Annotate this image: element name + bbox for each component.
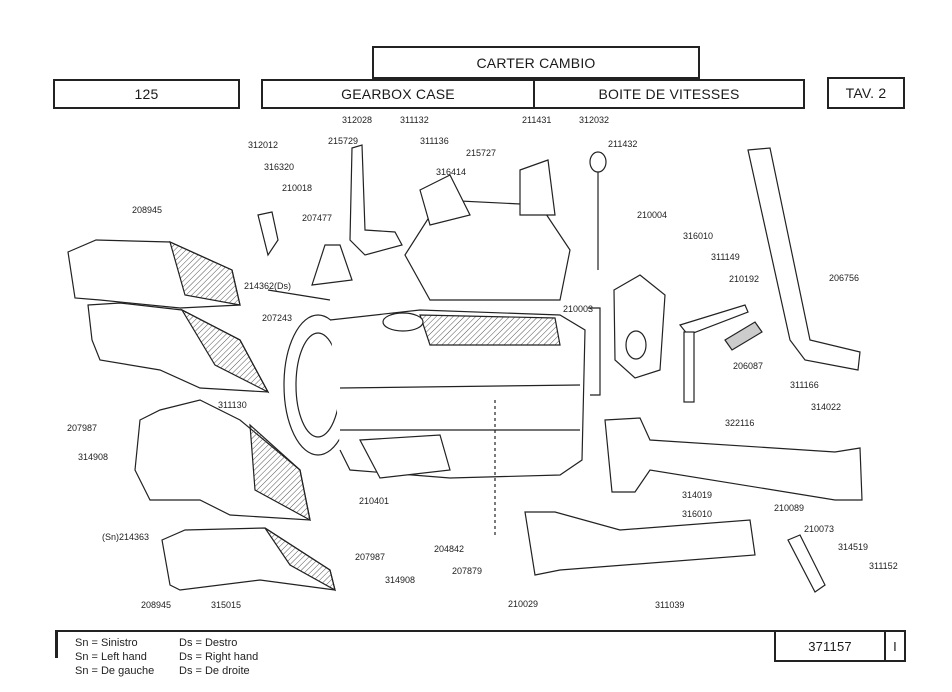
title-french: BOITE DE VITESSES (598, 86, 740, 102)
lever-arm (257, 211, 279, 257)
model-number: 125 (134, 86, 159, 102)
drawing-number: 371157 (808, 638, 852, 654)
part-label: 208945 (141, 600, 172, 610)
skid-plate-top (67, 239, 241, 309)
part-label: 314019 (682, 490, 713, 500)
part-label: 311132 (400, 115, 429, 125)
part-label: 322116 (725, 418, 755, 428)
title-french-box: BOITE DE VITESSES (533, 79, 805, 109)
part-label: 210029 (508, 599, 539, 609)
part-label: 311166 (790, 380, 819, 390)
drawing-number-box: 371157 (774, 630, 886, 662)
part-label: 314519 (838, 542, 869, 552)
sheet-box: I (884, 630, 906, 662)
part-label: 207243 (262, 313, 293, 323)
gear-lever (747, 147, 861, 371)
skid-plate-left (134, 399, 311, 522)
top-cover (404, 159, 571, 301)
part-label: 210089 (774, 503, 805, 513)
part-label: 314908 (385, 575, 416, 585)
title-english-box: GEARBOX CASE (261, 79, 535, 109)
part-label: 210192 (729, 274, 760, 284)
part-label: 208945 (132, 205, 163, 215)
footer-left-edge (55, 630, 58, 658)
part-label: 206087 (733, 361, 764, 371)
part-label: 311039 (655, 600, 685, 610)
part-label: 315015 (211, 600, 242, 610)
footer-frame (55, 630, 905, 632)
part-label: 207987 (67, 423, 98, 433)
part-label: 316414 (436, 167, 467, 177)
part-label: 311136 (420, 136, 449, 146)
part-label: 314908 (78, 452, 109, 462)
part-label: 210004 (637, 210, 668, 220)
plate-box: TAV. 2 (827, 77, 905, 109)
part-label: 210003 (563, 304, 594, 314)
plate-number: TAV. 2 (845, 85, 887, 101)
bracket (349, 144, 403, 256)
part-label: 215729 (328, 136, 359, 146)
title-italian-box: CARTER CAMBIO (372, 46, 700, 79)
mount-bracket (524, 511, 756, 576)
skid-plate-bottom (161, 527, 336, 592)
support-arm (604, 417, 863, 501)
title-english: GEARBOX CASE (341, 86, 455, 102)
part-label: 311149 (711, 252, 740, 262)
part-label: 206756 (829, 273, 860, 283)
part-label: 210073 (804, 524, 835, 534)
part-label: 316320 (264, 162, 295, 172)
sheet-number: I (893, 638, 897, 654)
part-label: (Sn)214363 (102, 532, 150, 542)
part-label: 210401 (359, 496, 390, 506)
part-label: 207987 (355, 552, 386, 562)
skid-plate-right (87, 302, 270, 394)
part-label: 311130 (218, 400, 247, 410)
gearbox-case (283, 309, 586, 479)
rubber-boot (311, 244, 353, 286)
side-cover (613, 274, 666, 379)
part-label: 312012 (248, 140, 279, 150)
part-label: 211431 (522, 115, 552, 125)
part-label: 314022 (811, 402, 842, 412)
part-label: 207477 (302, 213, 333, 223)
part-label: 316010 (682, 509, 713, 519)
part-label: 211432 (608, 139, 638, 149)
part-label: 204842 (434, 544, 465, 554)
part-label: 214362(Ds) (244, 281, 292, 291)
part-label: 215727 (466, 148, 497, 158)
model-box: 125 (53, 79, 240, 109)
part-label: 312028 (342, 115, 373, 125)
part-label: 316010 (683, 231, 714, 241)
part-label: 312032 (579, 115, 610, 125)
part-label: 207879 (452, 566, 483, 576)
part-label: 210018 (282, 183, 313, 193)
title-italian: CARTER CAMBIO (476, 54, 596, 71)
part-label: 311152 (869, 561, 898, 571)
